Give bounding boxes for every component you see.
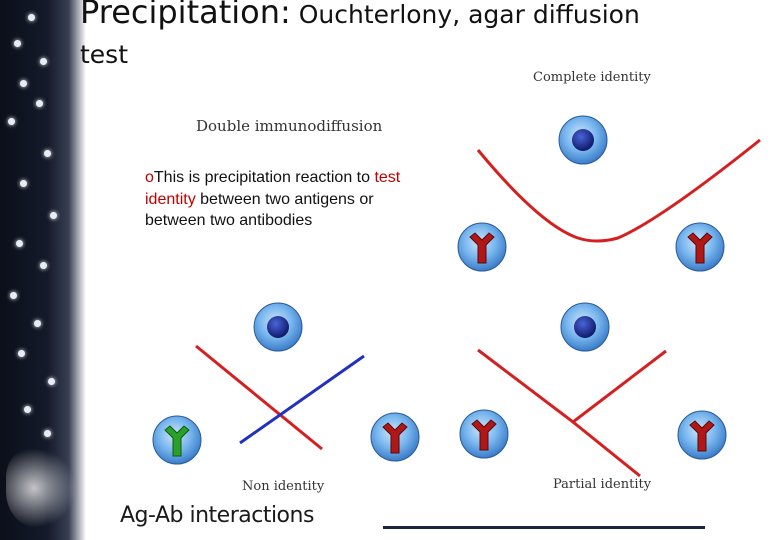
star-dot <box>14 40 21 47</box>
star-dot <box>34 320 41 327</box>
star-dot <box>10 292 17 299</box>
slide-title: Precipitation: Ouchterlony, agar diffusi… <box>80 0 640 73</box>
star-dot <box>44 430 51 437</box>
bullet-part-2: between two antigens or between two anti… <box>145 190 374 230</box>
star-dot <box>20 80 27 87</box>
star-dot <box>24 406 31 413</box>
precipitin-line-partial <box>477 348 667 424</box>
star-dot <box>40 262 47 269</box>
bullet-text: oThis is precipitation reaction to test … <box>145 167 435 232</box>
y-antibody-icon <box>370 412 420 462</box>
star-dot <box>28 14 35 21</box>
precipitin-line-non-blue <box>239 354 365 445</box>
footer-title: Ag-Ab interactions <box>120 503 314 528</box>
precipitin-spur-partial <box>572 420 641 478</box>
title-main: Precipitation: <box>80 0 291 31</box>
y-antibody-icon <box>675 222 725 272</box>
antigen-well-icon <box>558 115 608 165</box>
label-partial-identity: Partial identity <box>553 477 652 492</box>
smoke-wisp <box>6 448 76 528</box>
antigen-well-icon <box>560 302 610 352</box>
star-dot <box>18 350 25 357</box>
y-antibody-icon <box>677 410 727 460</box>
label-double-immunodiffusion: Double immunodiffusion <box>196 117 383 135</box>
star-dot <box>44 150 51 157</box>
star-dot <box>48 378 55 385</box>
bullet-marker: o <box>145 169 154 186</box>
star-dot <box>40 58 47 65</box>
star-dot <box>36 100 43 107</box>
title-subtitle: Ouchterlony, agar diffusion <box>290 0 640 29</box>
title-line-2: test <box>80 40 129 69</box>
precipitin-line-non-red <box>195 344 323 451</box>
y-antibody-icon <box>457 222 507 272</box>
y-antibody-icon <box>459 409 509 459</box>
label-non-identity: Non identity <box>242 479 325 494</box>
y-antibody-icon <box>152 415 202 465</box>
bullet-part-1: This is precipitation reaction to <box>153 169 375 186</box>
bullet-highlight: test identity <box>145 169 401 208</box>
decorative-side-strip <box>0 0 86 540</box>
star-dot <box>8 118 15 125</box>
footer-divider <box>383 526 705 529</box>
star-dot <box>16 240 23 247</box>
label-complete-identity: Complete identity <box>533 70 651 85</box>
precipitin-arc-complete <box>476 138 761 243</box>
antigen-well-icon <box>253 302 303 352</box>
star-dot <box>50 212 57 219</box>
star-dot <box>20 180 27 187</box>
